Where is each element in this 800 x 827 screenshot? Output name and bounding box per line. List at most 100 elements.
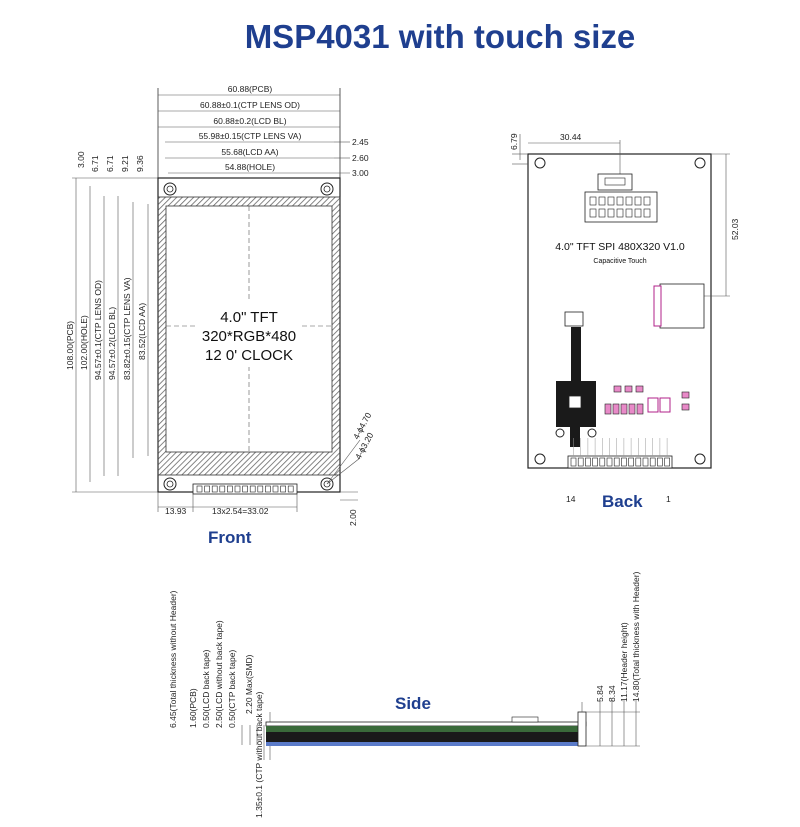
- back-pin: [649, 457, 656, 467]
- back-small-component: [681, 391, 690, 399]
- side-left-dim-6: 2.20 Max(SMD): [244, 654, 254, 714]
- back-small-component: [604, 403, 612, 415]
- back-top-dim: 30.44: [560, 132, 582, 142]
- front-pin: [219, 485, 226, 493]
- front-pin: [249, 485, 256, 493]
- side-right-dim-4: 14.80(Total thickness with Header): [631, 571, 641, 702]
- side-right-dim-1: 5.84: [595, 685, 605, 702]
- front-top-dim-3: 60.88±0.2(LCD BL): [213, 116, 286, 126]
- back-board-subtitle: Capacitive Touch: [593, 258, 646, 265]
- back-top-component: [616, 196, 624, 206]
- front-left-dim-5: 83.82±0.15(CTP LENS VA): [122, 277, 132, 380]
- back-top-connector: [584, 173, 658, 223]
- front-left-offset-5: 9.36: [135, 155, 145, 172]
- front-bottom-dim-2: 13x2.54=33.02: [212, 506, 269, 516]
- front-pin-header: [192, 483, 298, 495]
- side-right-dim-2: 8.34: [607, 685, 617, 702]
- front-left-offset-3: 6.71: [105, 155, 115, 172]
- back-small-component: [624, 385, 633, 393]
- front-pin: [196, 485, 203, 493]
- side-bottom-dim: 1.35±0.1 (CTP without back tape): [254, 691, 264, 818]
- screen-line-1: 4.0" TFT: [220, 309, 278, 326]
- back-top-component: [643, 196, 651, 206]
- back-view: 6.79 30.44 52.03 4.0" TFT SPI 480X320 V1…: [509, 132, 740, 504]
- back-top-component: [598, 208, 606, 218]
- side-view: 6.45(Total thickness without Header) 1.6…: [168, 571, 641, 818]
- front-right-offset-2: 2.60: [352, 153, 369, 163]
- back-board-title: 4.0" TFT SPI 480X320 V1.0: [555, 241, 685, 253]
- back-top-component: [598, 196, 606, 206]
- back-small-component: [612, 403, 620, 415]
- back-pin: [613, 457, 620, 467]
- back-mounting-holes: [534, 157, 706, 465]
- back-left-dim: 6.79: [509, 133, 519, 150]
- back-top-component: [589, 208, 597, 218]
- back-small-component: [659, 397, 671, 413]
- front-top-dim-2: 60.88±0.1(CTP LENS OD): [200, 100, 300, 110]
- front-bottom-dim-1: 13.93: [165, 506, 187, 516]
- side-right-dim-3: 11.17(Header height): [619, 622, 629, 702]
- front-bottom-right-dim: 2.00: [348, 509, 358, 526]
- front-pin: [287, 485, 294, 493]
- back-top-component: [634, 196, 642, 206]
- front-pin: [280, 485, 286, 493]
- side-ctp-layer: [266, 742, 586, 746]
- front-pin: [211, 485, 218, 493]
- back-top-component: [625, 208, 633, 218]
- back-pin: [585, 457, 591, 467]
- page-title: MSP4031 with touch size: [244, 18, 636, 55]
- back-small-component: [613, 385, 622, 393]
- back-pin: [657, 457, 663, 467]
- front-left-offset-2: 6.71: [90, 155, 100, 172]
- back-pin-left-label: 14: [566, 494, 576, 504]
- front-left-offset-1: 3.00: [76, 151, 86, 168]
- front-top-dimension-lines: [157, 88, 350, 180]
- side-left-dimension-lines: [241, 712, 271, 760]
- back-pin-right-label: 1: [666, 494, 671, 504]
- back-pin: [577, 457, 584, 467]
- front-pin: [242, 485, 248, 493]
- front-right-offset-1: 2.45: [352, 137, 369, 147]
- side-left-dim-4: 2.50(LCD without back tape): [214, 620, 224, 728]
- front-label: Front: [208, 528, 252, 547]
- front-left-dim-1: 108.00(PCB): [65, 321, 75, 370]
- back-pin: [621, 457, 627, 467]
- front-top-dim-1: 60.88(PCB): [228, 84, 273, 94]
- front-view: 60.88(PCB) 60.88±0.1(CTP LENS OD) 60.88±…: [65, 84, 375, 526]
- back-top-component: [607, 196, 615, 206]
- back-pin: [570, 457, 577, 467]
- front-left-dimension-lines: [72, 177, 158, 493]
- back-top-component: [625, 196, 633, 206]
- side-left-dim-2: 1.60(PCB): [188, 688, 198, 728]
- front-left-offset-4: 9.21: [120, 155, 130, 172]
- screen-line-3: 12 0' CLOCK: [205, 347, 293, 364]
- back-top-component: [607, 208, 615, 218]
- front-left-dim-4: 94.57±0.2(LCD BL): [107, 307, 117, 380]
- side-smd-layer: [265, 721, 587, 727]
- back-small-component: [635, 385, 644, 393]
- screen-line-2: 320*RGB*480: [202, 328, 296, 345]
- back-top-component: [643, 208, 651, 218]
- front-pin: [204, 485, 210, 493]
- back-small-component: [636, 403, 644, 415]
- back-small-components: [604, 385, 690, 415]
- back-small-component: [628, 403, 636, 415]
- back-pin: [599, 457, 606, 467]
- back-pin: [635, 457, 642, 467]
- side-left-dim-1: 6.45(Total thickness without Header): [168, 590, 178, 728]
- back-small-component: [620, 403, 628, 415]
- back-pin: [664, 457, 670, 467]
- side-left-dim-3: 0.50(LCD back tape): [201, 649, 211, 728]
- side-pcb-layer: [266, 726, 586, 732]
- back-pin-header: [567, 438, 673, 469]
- front-top-dim-4: 55.98±0.15(CTP LENS VA): [199, 131, 302, 141]
- back-top-component: [616, 208, 624, 218]
- side-left-dim-5: 0.50(CTP back tape): [227, 650, 237, 728]
- side-header: [577, 711, 587, 747]
- front-left-dim-2: 102.00(HOLE): [79, 315, 89, 370]
- front-left-dim-3: 94.57±0.1(CTP LENS OD): [93, 280, 103, 380]
- front-pin: [272, 485, 279, 493]
- front-top-dim-5: 55.68(LCD AA): [221, 147, 278, 157]
- back-pin: [642, 457, 649, 467]
